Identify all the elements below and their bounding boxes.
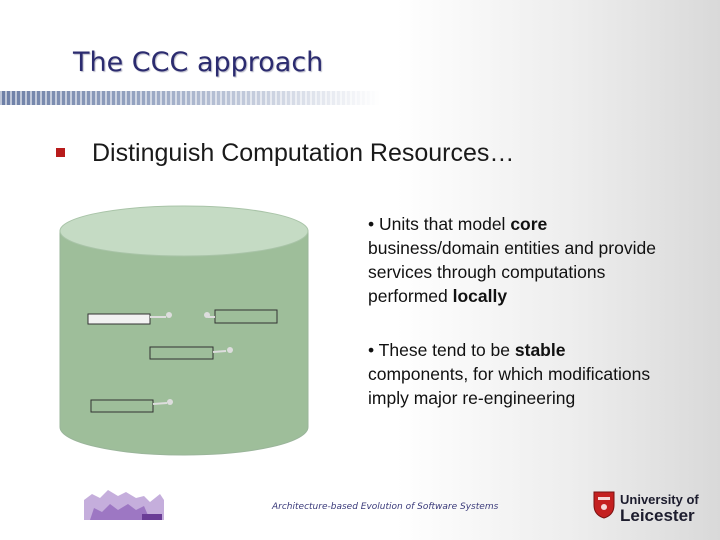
description-2: • These tend to be stable components, fo… xyxy=(368,340,651,408)
title-underline xyxy=(0,91,380,105)
footer-text: Architecture-based Evolution of Software… xyxy=(272,502,499,512)
component-box-4 xyxy=(90,399,173,413)
university-crest-icon xyxy=(593,491,615,519)
component-box-3 xyxy=(149,346,233,360)
resource-cylinder xyxy=(59,205,309,456)
component-box-2 xyxy=(204,309,278,324)
castle-logo xyxy=(84,490,164,520)
description-1: • Units that model core business/domain … xyxy=(368,214,656,306)
main-bullet: Distinguish Computation Resources… xyxy=(92,139,515,167)
slide-title: The CCC approach xyxy=(73,47,324,78)
university-name: University of Leicester xyxy=(620,492,699,525)
component-box-1 xyxy=(87,312,172,325)
bullet-square-icon xyxy=(56,148,65,157)
